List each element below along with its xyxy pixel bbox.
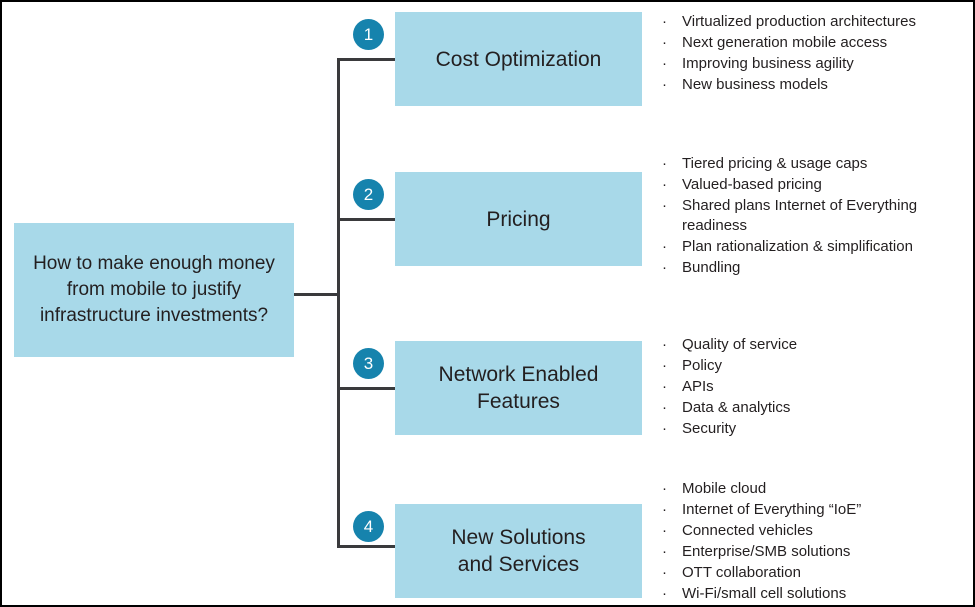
connector-root-stub	[294, 293, 339, 296]
bullet-marker-icon: ·	[662, 13, 667, 30]
branch-title-1: Cost Optimization	[435, 47, 602, 71]
bullet-text: Security	[682, 420, 737, 437]
branch-number-2-label: 2	[363, 184, 374, 204]
root-question-text: How to make enough money from mobile to …	[33, 253, 275, 326]
list-item: · Security	[662, 419, 972, 439]
list-item: · Wi-Fi/small cell solutions	[662, 584, 972, 604]
list-item: · Data & analytics	[662, 398, 972, 418]
connector-trunk-vertical	[337, 58, 340, 548]
bullet-marker-icon: ·	[662, 238, 667, 255]
list-item: · Policy	[662, 356, 972, 376]
list-item: · Connected vehicles	[662, 521, 972, 541]
list-item: · APIs	[662, 377, 972, 397]
bullet-text: Tiered pricing & usage caps	[682, 155, 868, 172]
bullet-marker-icon: ·	[662, 585, 667, 602]
branch-bullets-4: · Mobile cloud · Internet of Everything …	[662, 479, 972, 605]
branch-box-new-solutions-and-services: New Solutions and Services	[395, 504, 642, 598]
bullet-text: OTT collaboration	[682, 564, 801, 581]
bullet-text: Valued-based pricing	[682, 176, 822, 193]
list-item: · Shared plans Internet of Everything re…	[662, 196, 972, 236]
bullet-text: Connected vehicles	[682, 522, 813, 539]
bullet-marker-icon: ·	[662, 399, 667, 416]
bullet-text: New business models	[682, 76, 828, 93]
bullet-marker-icon: ·	[662, 176, 667, 193]
bullet-text: Data & analytics	[682, 399, 791, 416]
branch-title-3: Network Enabled Features	[438, 363, 599, 413]
bullet-text: Enterprise/SMB solutions	[682, 543, 851, 560]
list-item: · Virtualized production architectures	[662, 12, 972, 32]
bullet-marker-icon: ·	[662, 55, 667, 72]
bullet-marker-icon: ·	[662, 501, 667, 518]
branch-number-1-label: 1	[363, 24, 374, 44]
list-item: · Next generation mobile access	[662, 33, 972, 53]
bullet-marker-icon: ·	[662, 378, 667, 395]
branch-bullets-2: · Tiered pricing & usage caps · Valued-b…	[662, 154, 972, 279]
bullet-marker-icon: ·	[662, 480, 667, 497]
list-item: · Internet of Everything “IoE”	[662, 500, 972, 520]
branch-bullets-1: · Virtualized production architectures ·…	[662, 12, 972, 96]
list-item: · Bundling	[662, 258, 972, 278]
branch-box-network-enabled-features: Network Enabled Features	[395, 341, 642, 435]
bullet-marker-icon: ·	[662, 564, 667, 581]
list-item: · Valued-based pricing	[662, 175, 972, 195]
branch-bullets-3: · Quality of service · Policy · APIs · D…	[662, 335, 972, 440]
list-item: · Tiered pricing & usage caps	[662, 154, 972, 174]
branch-title-4: New Solutions and Services	[451, 526, 586, 576]
bullet-text: Policy	[682, 357, 723, 374]
branch-box-pricing: Pricing	[395, 172, 642, 266]
bullet-text: Next generation mobile access	[682, 34, 888, 51]
bullet-marker-icon: ·	[662, 522, 667, 539]
bullet-text: Quality of service	[682, 336, 798, 353]
bullet-text: Plan rationalization & simplification	[682, 238, 913, 255]
bullet-marker-icon: ·	[662, 155, 667, 172]
branch-title-2: Pricing	[486, 207, 551, 231]
branch-number-2: 2	[353, 179, 384, 210]
bullet-text: APIs	[682, 378, 714, 395]
list-item: · Quality of service	[662, 335, 972, 355]
bullet-text: Virtualized production architectures	[682, 13, 917, 30]
bullet-marker-icon: ·	[662, 336, 667, 353]
bullet-text: Shared plans Internet of Everything read…	[682, 197, 918, 234]
branch-box-cost-optimization: Cost Optimization	[395, 12, 642, 106]
branch-number-4: 4	[353, 511, 384, 542]
list-item: · Enterprise/SMB solutions	[662, 542, 972, 562]
list-item: · Improving business agility	[662, 54, 972, 74]
branch-number-1: 1	[353, 19, 384, 50]
bullet-text: Bundling	[682, 259, 741, 276]
bullet-text: Mobile cloud	[682, 480, 767, 497]
branch-number-3-label: 3	[363, 353, 374, 373]
connector-branch-1-stub	[337, 58, 395, 61]
list-item: · OTT collaboration	[662, 563, 972, 583]
branch-number-3: 3	[353, 348, 384, 379]
list-item: · New business models	[662, 75, 972, 95]
list-item: · Mobile cloud	[662, 479, 972, 499]
bullet-marker-icon: ·	[662, 76, 667, 93]
connector-branch-4-stub	[337, 545, 395, 548]
branch-number-4-label: 4	[363, 516, 374, 536]
bullet-marker-icon: ·	[662, 259, 667, 276]
root-question-box: How to make enough money from mobile to …	[14, 223, 294, 357]
connector-branch-2-stub	[337, 218, 395, 221]
bullet-text: Improving business agility	[682, 55, 854, 72]
bullet-text: Wi-Fi/small cell solutions	[682, 585, 847, 602]
bullet-marker-icon: ·	[662, 197, 667, 214]
list-item: · Plan rationalization & simplification	[662, 237, 972, 257]
bullet-marker-icon: ·	[662, 543, 667, 560]
connector-branch-3-stub	[337, 387, 395, 390]
bullet-text: Internet of Everything “IoE”	[682, 501, 862, 518]
bullet-marker-icon: ·	[662, 420, 667, 437]
bullet-marker-icon: ·	[662, 357, 667, 374]
bullet-marker-icon: ·	[662, 34, 667, 51]
